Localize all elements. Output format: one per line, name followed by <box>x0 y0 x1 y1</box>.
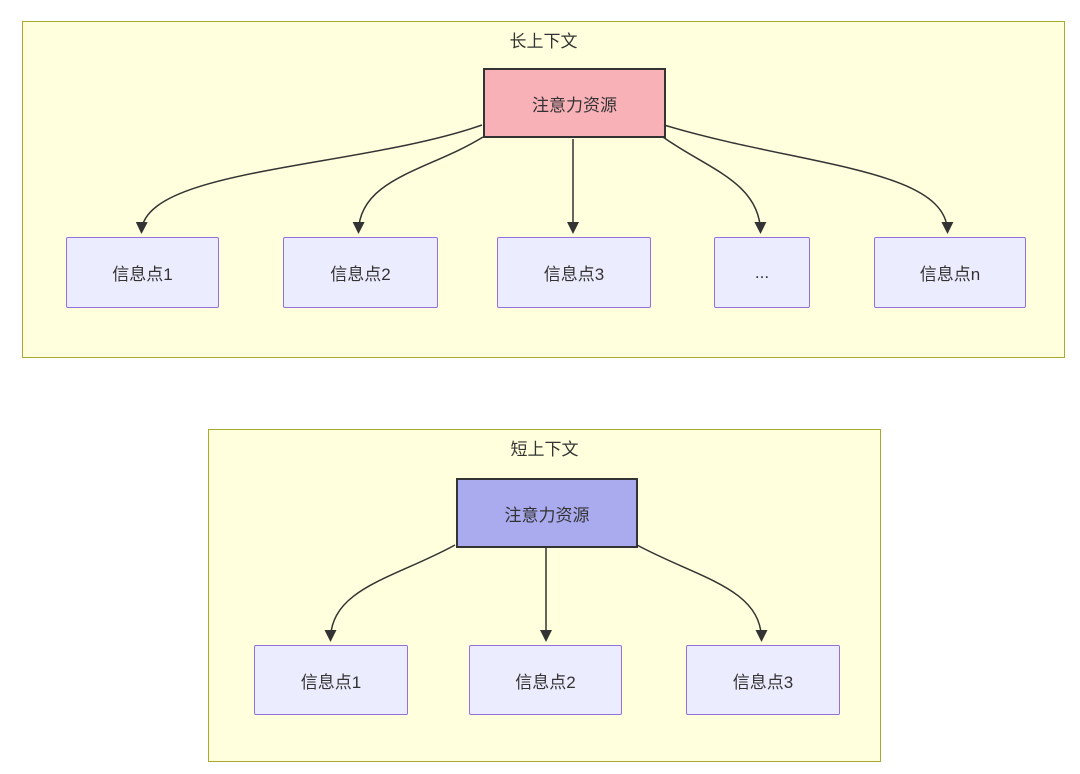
short-info-point-1-label: 信息点1 <box>300 672 362 692</box>
short-info-point-2-node: 信息点2 <box>469 645 622 715</box>
short-attention-resource-label: 注意力资源 <box>504 505 590 525</box>
long-info-point-n-node: 信息点n <box>874 237 1026 308</box>
short-context-title: 短上下文 <box>510 440 579 459</box>
long-info-point-2-label: 信息点2 <box>330 265 391 284</box>
long-attention-resource-node: 注意力资源 <box>483 68 666 138</box>
long-info-point-ellipsis-node: ... <box>714 237 810 308</box>
long-info-point-3-node: 信息点3 <box>497 237 651 308</box>
long-info-point-3-label: 信息点3 <box>543 265 605 284</box>
short-info-point-3-label: 信息点3 <box>732 672 794 692</box>
long-info-point-1-node: 信息点1 <box>66 237 219 308</box>
long-info-point-1-label: 信息点1 <box>112 265 173 284</box>
long-info-point-ellipsis-label: ... <box>754 262 770 282</box>
long-context-title: 长上下文 <box>509 32 578 51</box>
short-info-point-1-node: 信息点1 <box>254 645 408 715</box>
short-info-point-2-label: 信息点2 <box>515 672 576 692</box>
long-context-container: 长上下文 注意力资源 信息点1 信息点2 信息点3 ... 信息点n <box>22 21 1065 358</box>
long-info-point-n-label: 信息点n <box>919 265 981 284</box>
long-attention-resource-label: 注意力资源 <box>532 95 617 115</box>
short-info-point-3-node: 信息点3 <box>686 645 840 715</box>
long-info-point-2-node: 信息点2 <box>283 237 438 308</box>
short-context-container: 短上下文 注意力资源 信息点1 信息点2 信息点3 <box>208 429 881 762</box>
short-attention-resource-node: 注意力资源 <box>456 478 638 548</box>
